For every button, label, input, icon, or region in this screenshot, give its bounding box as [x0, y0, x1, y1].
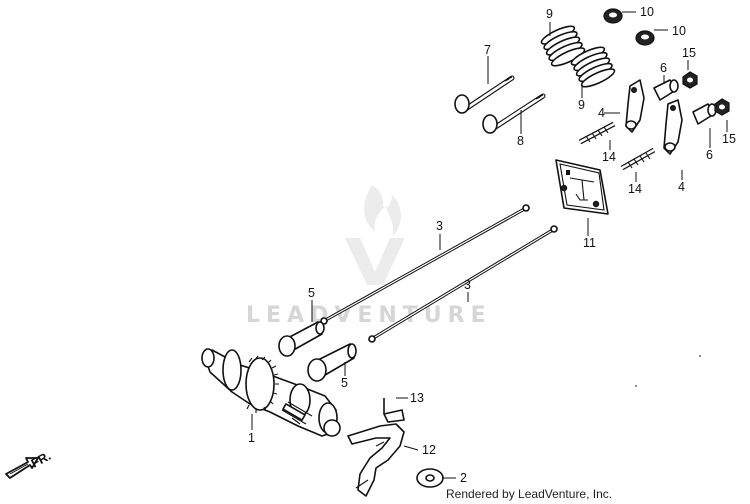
watermark-logo	[345, 185, 405, 285]
rocker-studs	[578, 121, 656, 171]
callout-9b: 9	[578, 98, 585, 112]
leader-lines	[251, 11, 728, 479]
callout-4a: 4	[598, 106, 605, 120]
front-direction-arrow: FR.	[5, 449, 53, 479]
guide-plate	[555, 159, 609, 215]
rocker-arms	[625, 79, 683, 155]
render-credit: Rendered by LeadVenture, Inc.	[446, 487, 613, 501]
valves	[454, 75, 546, 134]
camshaft-assembly	[201, 348, 341, 437]
push-rods	[320, 204, 558, 343]
callout-3b: 3	[464, 278, 471, 292]
valve-springs	[540, 25, 616, 88]
callout-7: 7	[484, 43, 491, 57]
dot-marks	[635, 355, 701, 387]
callout-10b: 10	[672, 24, 686, 38]
callout-14b: 14	[628, 182, 642, 196]
callouts: 1 2 3 3 4 4 5 5 6 6 7 8 9 9 10 10 11 12 …	[248, 5, 736, 485]
callout-4b: 4	[678, 180, 685, 194]
callout-1: 1	[248, 431, 255, 445]
callout-3a: 3	[436, 219, 443, 233]
callout-12: 12	[422, 443, 436, 457]
callout-8: 8	[517, 134, 524, 148]
callout-13: 13	[410, 391, 424, 405]
spring-retainers	[603, 8, 655, 46]
pivots-and-nuts	[653, 71, 730, 125]
callout-5a: 5	[308, 286, 315, 300]
callout-6a: 6	[660, 61, 667, 75]
callout-5b: 5	[341, 376, 348, 390]
callout-6b: 6	[706, 148, 713, 162]
callout-11: 11	[583, 236, 596, 250]
washer	[416, 468, 444, 488]
callout-2: 2	[460, 471, 467, 485]
governor-fork	[347, 398, 405, 497]
callout-14a: 14	[602, 150, 616, 164]
tappets	[278, 321, 357, 382]
watermark-text: LEADVENTURE	[246, 303, 492, 328]
callout-10a: 10	[640, 5, 654, 19]
callout-15a: 15	[682, 46, 696, 60]
callout-9a: 9	[546, 7, 553, 21]
callout-15b: 15	[722, 132, 736, 146]
